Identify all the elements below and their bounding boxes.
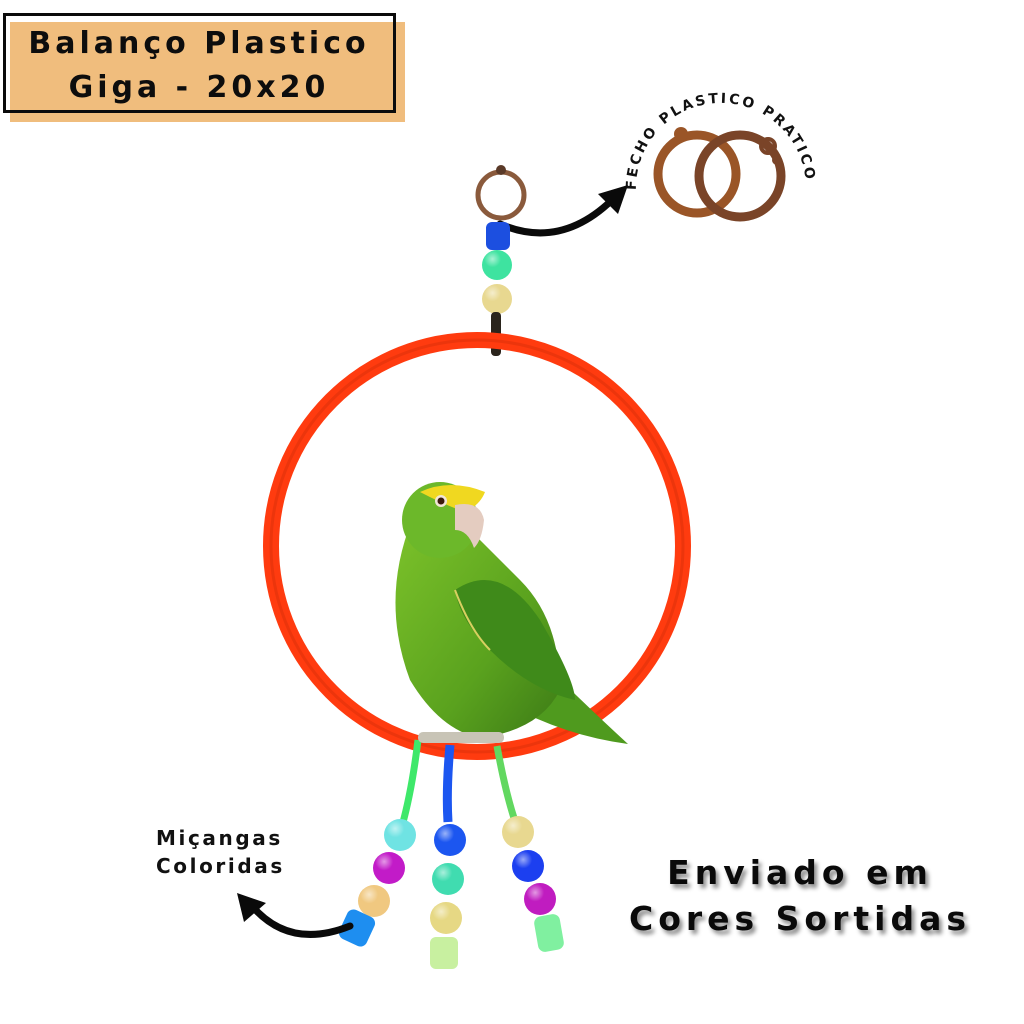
title-badge-frame	[3, 13, 396, 113]
swing-ring-shade	[269, 338, 685, 754]
assorted-colors-note: Enviado em Cores Sortidas	[620, 850, 980, 942]
hanger-beads	[482, 222, 512, 356]
bead-strand-left	[338, 739, 422, 947]
product-title-line1: Balanço Plastico	[28, 26, 370, 61]
product-title: Balanço Plastico Giga - 20x20	[0, 22, 398, 110]
curved-arrow-up-left-icon	[237, 893, 354, 938]
assorted-colors-line2: Cores Sortidas	[628, 899, 971, 938]
bead-strand-right	[493, 745, 564, 952]
assorted-colors-line1: Enviado em	[667, 853, 933, 892]
curved-arrow-up-right-icon	[496, 185, 628, 237]
parrot-illustration	[395, 482, 628, 744]
clasp-rings-icon	[653, 127, 786, 222]
product-title-line2: Giga - 20x20	[68, 70, 330, 105]
beads-label-line1: Miçangas	[156, 826, 283, 850]
bead-strand-middle	[430, 744, 466, 969]
swing-ring	[263, 332, 691, 760]
beads-label: Miçangas Coloridas	[156, 824, 285, 880]
title-badge-background	[10, 22, 405, 122]
beads-label-line2: Coloridas	[156, 854, 285, 878]
hanger-clip-icon	[475, 165, 527, 221]
